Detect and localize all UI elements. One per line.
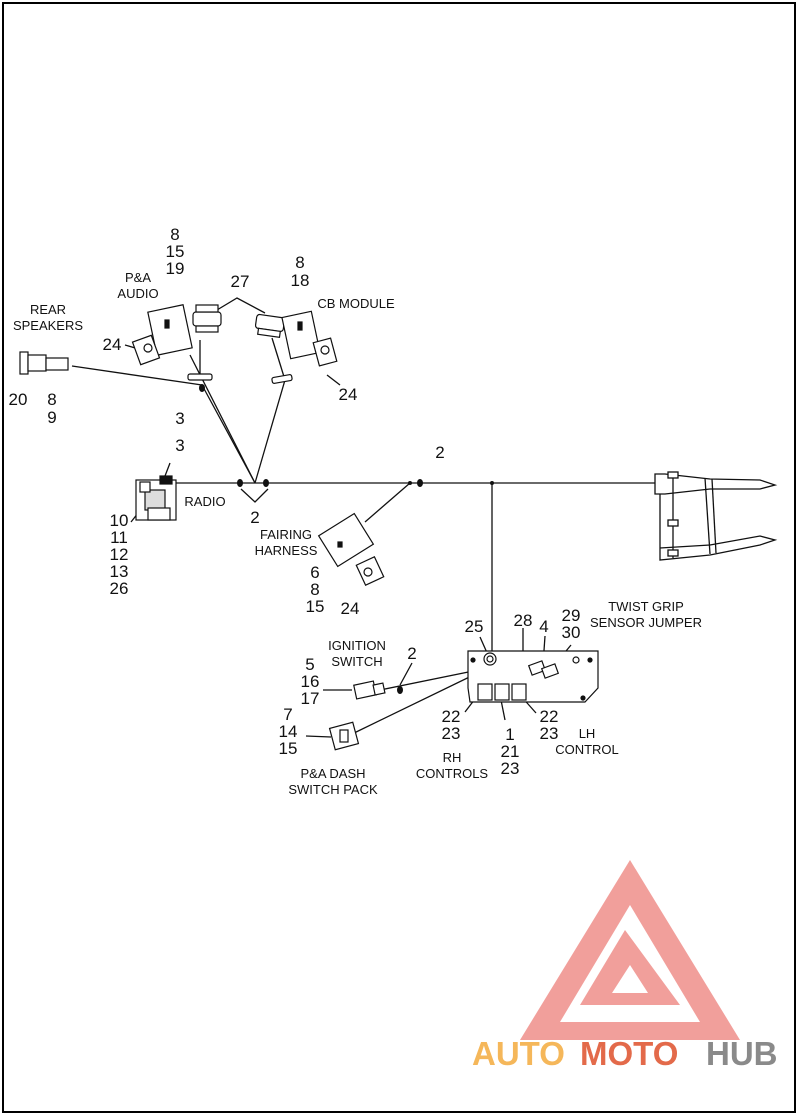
callout-3-radio: 3 [175, 436, 184, 455]
watermark-part-1: AUTO [472, 1035, 565, 1072]
watermark-part-2: MOTO [580, 1035, 678, 1072]
harness-tie-clips [199, 384, 494, 694]
pa-audio-module [131, 304, 193, 366]
cb-module-24: 24 [339, 385, 358, 404]
cb-module [281, 310, 338, 367]
rear-speakers-num-a: 20 [9, 390, 28, 409]
cb-module-label: CB MODULE [317, 296, 395, 311]
dash-switch-connector [328, 721, 360, 751]
connectors-27: 27 [231, 272, 250, 291]
callout-3-top: 3 [175, 409, 184, 428]
fairing-connector [317, 512, 385, 586]
pa-audio-24: 24 [103, 335, 122, 354]
callout-4: 4 [539, 617, 548, 636]
harness-lines [71, 297, 660, 738]
rear-speaker-connector [19, 351, 69, 375]
callout-2-mid: 2 [435, 443, 444, 462]
radio-label: RADIO [184, 494, 225, 509]
watermark-part-3: HUB [706, 1035, 778, 1072]
watermark-logo [520, 860, 740, 1040]
callout-25: 25 [465, 617, 484, 636]
round-connectors [187, 304, 293, 384]
callout-28: 28 [514, 611, 533, 630]
ignition-connector [353, 680, 386, 700]
ignition-2: 2 [407, 644, 416, 663]
watermark-wordmark: AUTO MOTO HUB [472, 1035, 778, 1072]
controls-plate [467, 650, 599, 703]
handlebar [654, 471, 778, 561]
radio-unit [135, 475, 177, 521]
fairing-24: 24 [341, 599, 360, 618]
callout-2-left: 2 [250, 508, 259, 527]
